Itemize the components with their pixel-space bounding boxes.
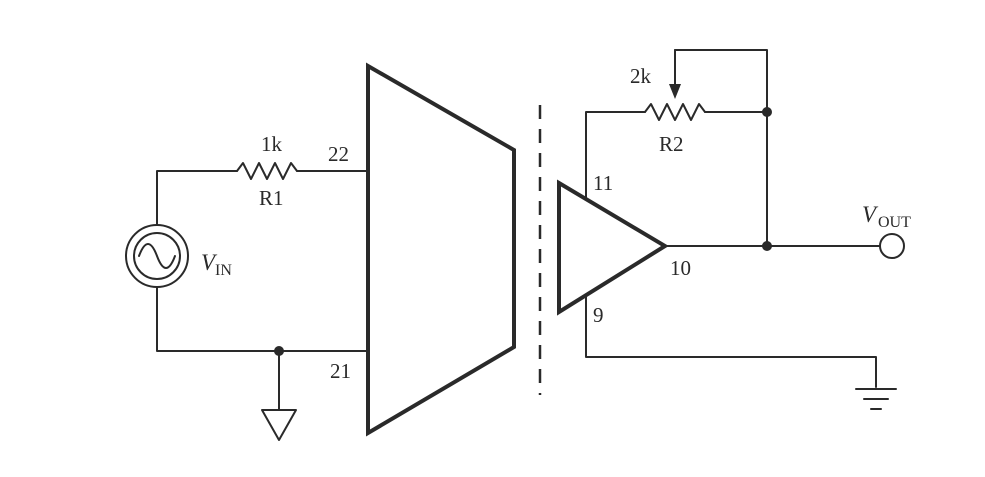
vin-subscript: IN — [215, 262, 232, 279]
earth-ground-icon — [855, 388, 897, 410]
pin-22-label: 22 — [328, 142, 349, 166]
resistor-r2 — [644, 103, 706, 121]
r2-name-label: R2 — [659, 132, 684, 156]
pin-11-label: 11 — [593, 171, 613, 195]
pin-9-label: 9 — [593, 303, 604, 327]
wire-pin11-to-r2 — [585, 111, 646, 200]
vin-symbol: V — [201, 250, 218, 275]
pin-10-label: 10 — [670, 256, 691, 280]
r2-value-label: 2k — [630, 64, 652, 88]
sine-wave-icon — [138, 243, 176, 269]
vout-subscript: OUT — [878, 214, 911, 231]
r1-name-label: R1 — [259, 186, 284, 210]
r1-value-label: 1k — [261, 132, 283, 156]
ac-source — [125, 224, 189, 288]
wire-wiper-loop — [674, 49, 768, 113]
wire-source-to-pin21 — [156, 286, 369, 352]
pin-21-label: 21 — [330, 359, 351, 383]
wire-source-to-r1 — [156, 170, 238, 226]
isolation-amplifier-input-block — [366, 62, 516, 437]
output-op-amp — [557, 179, 669, 316]
output-terminal-icon — [879, 233, 905, 259]
junction-dot-output — [762, 241, 772, 251]
vin-label: V IN — [201, 250, 232, 279]
vout-symbol: V — [862, 202, 879, 227]
ground-triangle-icon — [261, 409, 297, 441]
wiper-arrow-icon — [669, 84, 681, 99]
vout-label: V OUT — [862, 202, 911, 231]
ac-source-inner-circle — [133, 232, 181, 280]
wire-pin9-to-ground — [585, 295, 877, 388]
resistor-r1 — [236, 162, 298, 180]
